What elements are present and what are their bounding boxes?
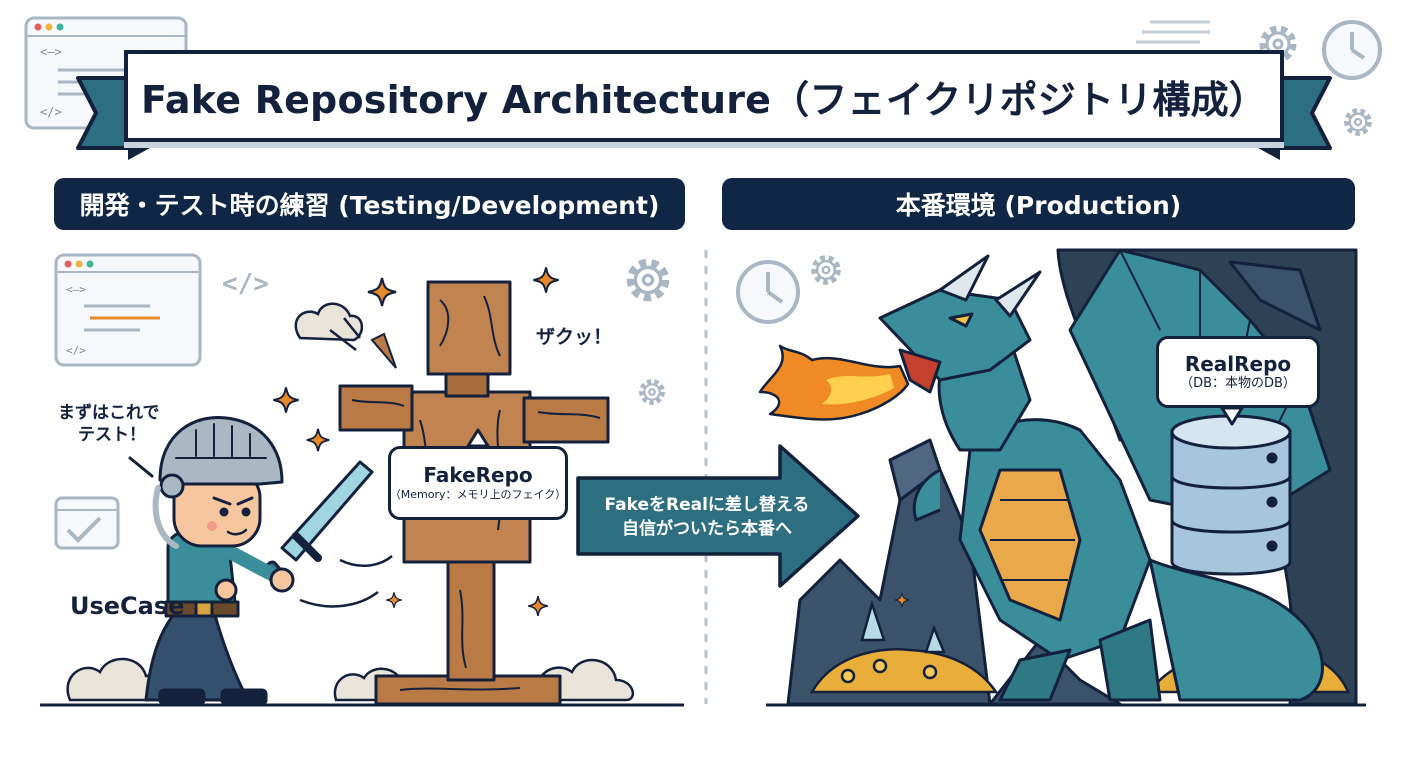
menu-lines-icon [1136,20,1210,44]
sparkle-icon [385,591,403,609]
fake-repo-subtitle: （Memory：メモリ上のフェイク） [389,488,567,501]
clock-icon [736,260,800,324]
sparkle-icon [305,427,331,453]
speed-lines [299,317,393,608]
dragon-fire [758,344,910,421]
sparkle-icon [532,266,560,294]
section-header-production-label: 本番環境 (Production) [895,191,1182,220]
usecase-label: UseCase [70,592,185,620]
speech-pointer [128,456,154,478]
gear-icon [631,263,666,298]
clock-icon [1322,20,1382,80]
real-repo-box: RealRepo （DB：本物のDB） [1156,336,1320,408]
section-header-testing: 開発・テスト時の練習 (Testing/Development) [54,178,685,230]
title-banner: Fake Repository Architecture（フェイクリポジトリ構成… [124,50,1284,142]
gear-icon [814,258,838,282]
real-repo-subtitle: （DB：本物のDB） [1180,376,1296,391]
gear-icon [642,382,663,403]
transition-arrow-text: FakeをRealに差し替える 自信がついたら本番へ [582,493,832,541]
knight-speech-line-1: まずはこれで [58,403,160,423]
transition-line-2: 自信がついたら本番へ [622,519,792,539]
section-header-testing-label: 開発・テスト時の練習 (Testing/Development) [79,191,660,220]
database-icon [1170,414,1292,576]
knight-icon [144,415,374,706]
checklist-window-icon [54,496,120,550]
page-title: Fake Repository Architecture（フェイクリポジトリ構成… [140,77,1267,122]
svg-text:<—>: <—> [66,283,86,296]
fake-repo-box: FakeRepo （Memory：メモリ上のフェイク） [388,446,568,520]
svg-text:</>: </> [40,105,62,119]
sound-effect: ザクッ！ [536,326,613,348]
svg-text:<—>: <—> [40,45,62,59]
wood-splinter [370,332,397,369]
sparkle-icon [272,386,300,414]
knight-speech: まずはこれで テスト！ [58,402,160,446]
svg-text:</>: </> [66,344,86,357]
section-header-production: 本番環境 (Production) [722,178,1355,230]
gear-icon [1347,111,1370,134]
transition-line-1: FakeをRealに差し替える [604,495,810,515]
title-ribbon [76,76,1332,160]
real-box-pointer [1220,406,1244,426]
fake-repo-title: FakeRepo [423,463,533,487]
code-window-icon: <—> </> [54,253,202,367]
code-tag-icon: </> [222,269,269,299]
real-repo-title: RealRepo [1184,352,1292,376]
sparkle-icon [527,595,549,617]
sparkle-icon [366,276,398,308]
transition-arrow [576,444,860,588]
knight-speech-line-2: テスト！ [78,425,146,445]
